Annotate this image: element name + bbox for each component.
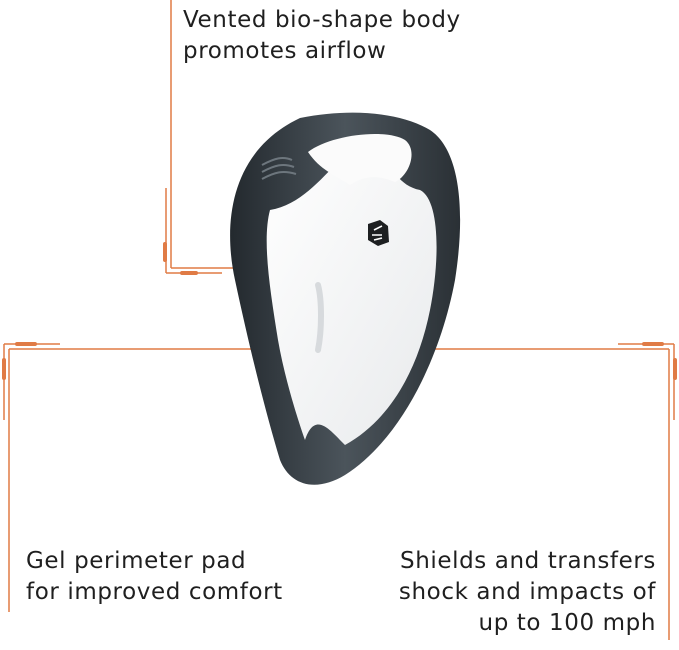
callout-gel-pad: Gel perimeter pad for improved comfort <box>26 546 283 608</box>
callout-vented-body: Vented bio-shape body promotes airflow <box>183 5 461 67</box>
cup-body <box>266 145 437 446</box>
callout-line: for improved comfort <box>26 579 283 605</box>
callout-impact-shield: Shields and transfers shock and impacts … <box>399 546 656 639</box>
callout-line: Vented bio-shape body <box>183 7 461 33</box>
shock-doctor-logo-icon <box>368 220 389 246</box>
callout-line: promotes airflow <box>183 38 387 64</box>
callout-line: Shields and transfers <box>400 548 656 574</box>
callout-line: Gel perimeter pad <box>26 548 247 574</box>
vent-opening <box>308 133 412 185</box>
callout-line: shock and impacts of <box>398 579 656 605</box>
callout-line: up to 100 mph <box>478 610 656 636</box>
